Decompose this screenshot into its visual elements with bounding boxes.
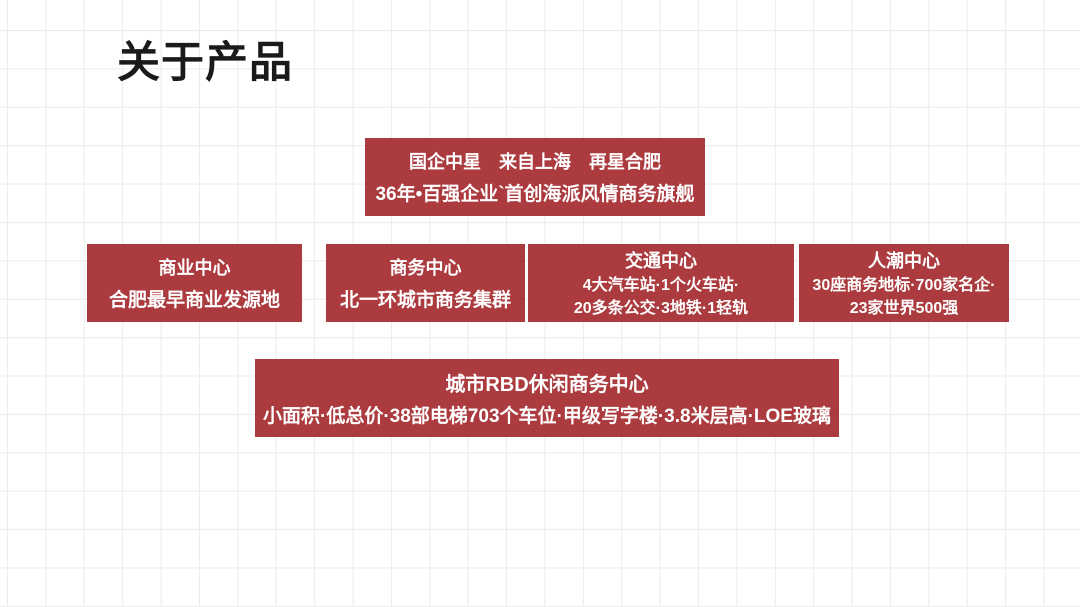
crowd-center-box: 人潮中心 30座商务地标·700家名企· 23家世界500强 [799, 244, 1009, 322]
box-title: 人潮中心 [868, 251, 940, 271]
box-line: 小面积·低总价·38部电梯703个车位·甲级写字楼·3.8米层高·LOE玻璃 [263, 406, 831, 428]
headline-line-1: 国企中星 来自上海 再星合肥 [409, 151, 661, 172]
headline-line-2: 36年•百强企业`首创海派风情商务旗舰 [375, 184, 695, 206]
box-title: 商业中心 [158, 257, 231, 278]
headline-box: 国企中星 来自上海 再星合肥 36年•百强企业`首创海派风情商务旗舰 [365, 138, 705, 216]
page-title: 关于产品 [117, 39, 293, 87]
business-center-box: 商业中心 合肥最早商业发源地 [87, 244, 302, 322]
box-line: 4大汽车站·1个火车站· [582, 277, 740, 294]
commerce-center-box: 商务中心 北一环城市商务集群 [326, 244, 525, 322]
box-title: 城市RBD休闲商务中心 [445, 373, 649, 396]
transport-center-box: 交通中心 4大汽车站·1个火车站· 20多条公交·3地铁·1轻轨 [528, 244, 794, 322]
box-line: 20多条公交·3地铁·1轻轨 [573, 300, 749, 317]
box-line: 北一环城市商务集群 [339, 290, 511, 312]
box-line: 30座商务地标·700家名企· [812, 277, 996, 294]
box-title: 商务中心 [389, 257, 462, 278]
box-line: 合肥最早商业发源地 [108, 290, 280, 312]
rbd-box: 城市RBD休闲商务中心 小面积·低总价·38部电梯703个车位·甲级写字楼·3.… [255, 359, 839, 437]
box-title: 交通中心 [625, 251, 697, 271]
box-line: 23家世界500强 [849, 300, 959, 317]
